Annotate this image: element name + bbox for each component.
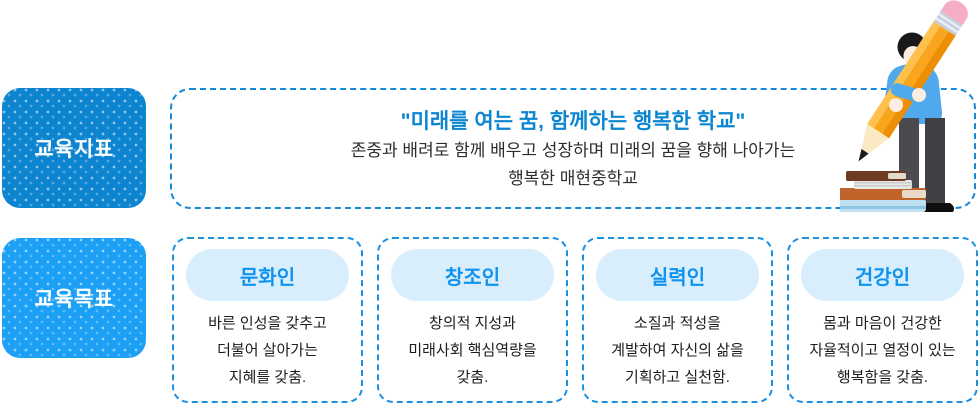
goal-card-competent-title: 실력인 (649, 266, 706, 289)
goal-card-creative-title: 창조인 (444, 266, 501, 289)
goal-card-culture-title: 문화인 (239, 266, 296, 289)
motto-box: "미래를 여는 꿈, 함께하는 행복한 학교" 존중과 배려로 함께 배우고 성… (170, 88, 976, 209)
goal-card-culture-body: 바른 인성을 갖추고 더불어 살아가는 지혜를 갖춤. (208, 315, 327, 386)
goal-card-healthy-pill: 건강인 (801, 249, 964, 301)
motto-subline-1: 존중과 배려로 함께 배우고 성장하며 미래의 꿈을 향해 나아가는 (350, 140, 796, 160)
giant-pencil (858, 0, 968, 162)
goal-card-healthy-title: 건강인 (854, 266, 911, 289)
badge-education-indicator: 교육지표 (2, 88, 146, 208)
pencil-person-illustration (840, 0, 968, 212)
goal-cards-row: 문화인 바른 인성을 갖추고 더불어 살아가는 지혜를 갖춤. 창조인 창의적 … (172, 237, 978, 403)
badge-education-goals-label: 교육목표 (34, 288, 114, 311)
goal-card-competent-pill: 실력인 (596, 249, 759, 301)
badge-education-indicator-label: 교육지표 (34, 138, 114, 161)
goal-card-competent: 실력인 소질과 적성을 계발하여 자신의 삶을 기획하고 실천함. (582, 237, 773, 403)
badge-education-goals: 교육목표 (2, 238, 146, 358)
goal-card-creative: 창조인 창의적 지성과 미래사회 핵심역량을 갖춤. (377, 237, 568, 403)
motto-headline: "미래를 여는 꿈, 함께하는 행복한 학교" (400, 109, 746, 133)
goal-card-culture-pill: 문화인 (186, 249, 349, 301)
goal-card-healthy: 건강인 몸과 마음이 건강한 자율적이고 열정이 있는 행복함을 갖춤. (787, 237, 978, 403)
hands (889, 83, 937, 112)
goal-card-creative-pill: 창조인 (391, 249, 554, 301)
books-stack (840, 171, 926, 212)
goal-card-competent-body: 소질과 적성을 계발하여 자신의 삶을 기획하고 실천함. (611, 315, 744, 386)
goal-card-creative-body: 창의적 지성과 미래사회 핵심역량을 갖춤. (408, 315, 537, 386)
motto-subline-2: 행복한 매현중학교 (508, 168, 638, 188)
goal-card-healthy-body: 몸과 마음이 건강한 자율적이고 열정이 있는 행복함을 갖춤. (809, 315, 956, 386)
goal-card-culture: 문화인 바른 인성을 갖추고 더불어 살아가는 지혜를 갖춤. (172, 237, 363, 403)
